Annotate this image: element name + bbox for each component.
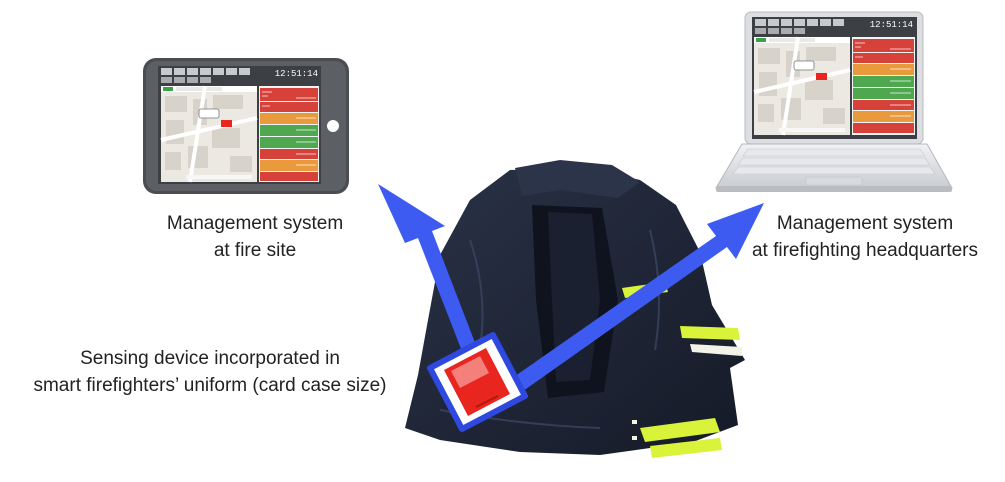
caption-headquarters-line-2: at firefighting headquarters [751,240,979,261]
caption-headquarters-line-1: Management system [776,213,954,234]
laptop-map-marker [816,73,827,80]
laptop-clock: 12:51:14 [870,20,913,30]
laptop-status-panel [852,37,915,135]
caption-fire-site: Management system at fire site [120,210,390,264]
caption-fire-site-line-2: at fire site [213,240,297,261]
tablet-map-marker [221,120,232,127]
data-flow-arrow-icon [378,184,764,401]
laptop-toolbar [755,19,844,34]
caption-sensing-device-line-1: Sensing device incorporated in [80,348,340,369]
sensing-device-icon [427,332,528,432]
tablet-clock: 12:51:14 [275,69,318,79]
laptop-icon: 12:51:14 [715,11,953,192]
tablet-icon: 12:51:14 [143,58,349,194]
caption-sensing-device: Sensing device incorporated in smart fir… [0,345,420,399]
tablet-toolbar [161,68,250,83]
caption-headquarters: Management system at firefighting headqu… [725,210,1005,264]
caption-sensing-device-line-2: smart firefighters’ uniform (card case s… [33,375,387,396]
tablet-status-panel [259,86,319,182]
caption-fire-site-line-1: Management system [166,213,344,234]
